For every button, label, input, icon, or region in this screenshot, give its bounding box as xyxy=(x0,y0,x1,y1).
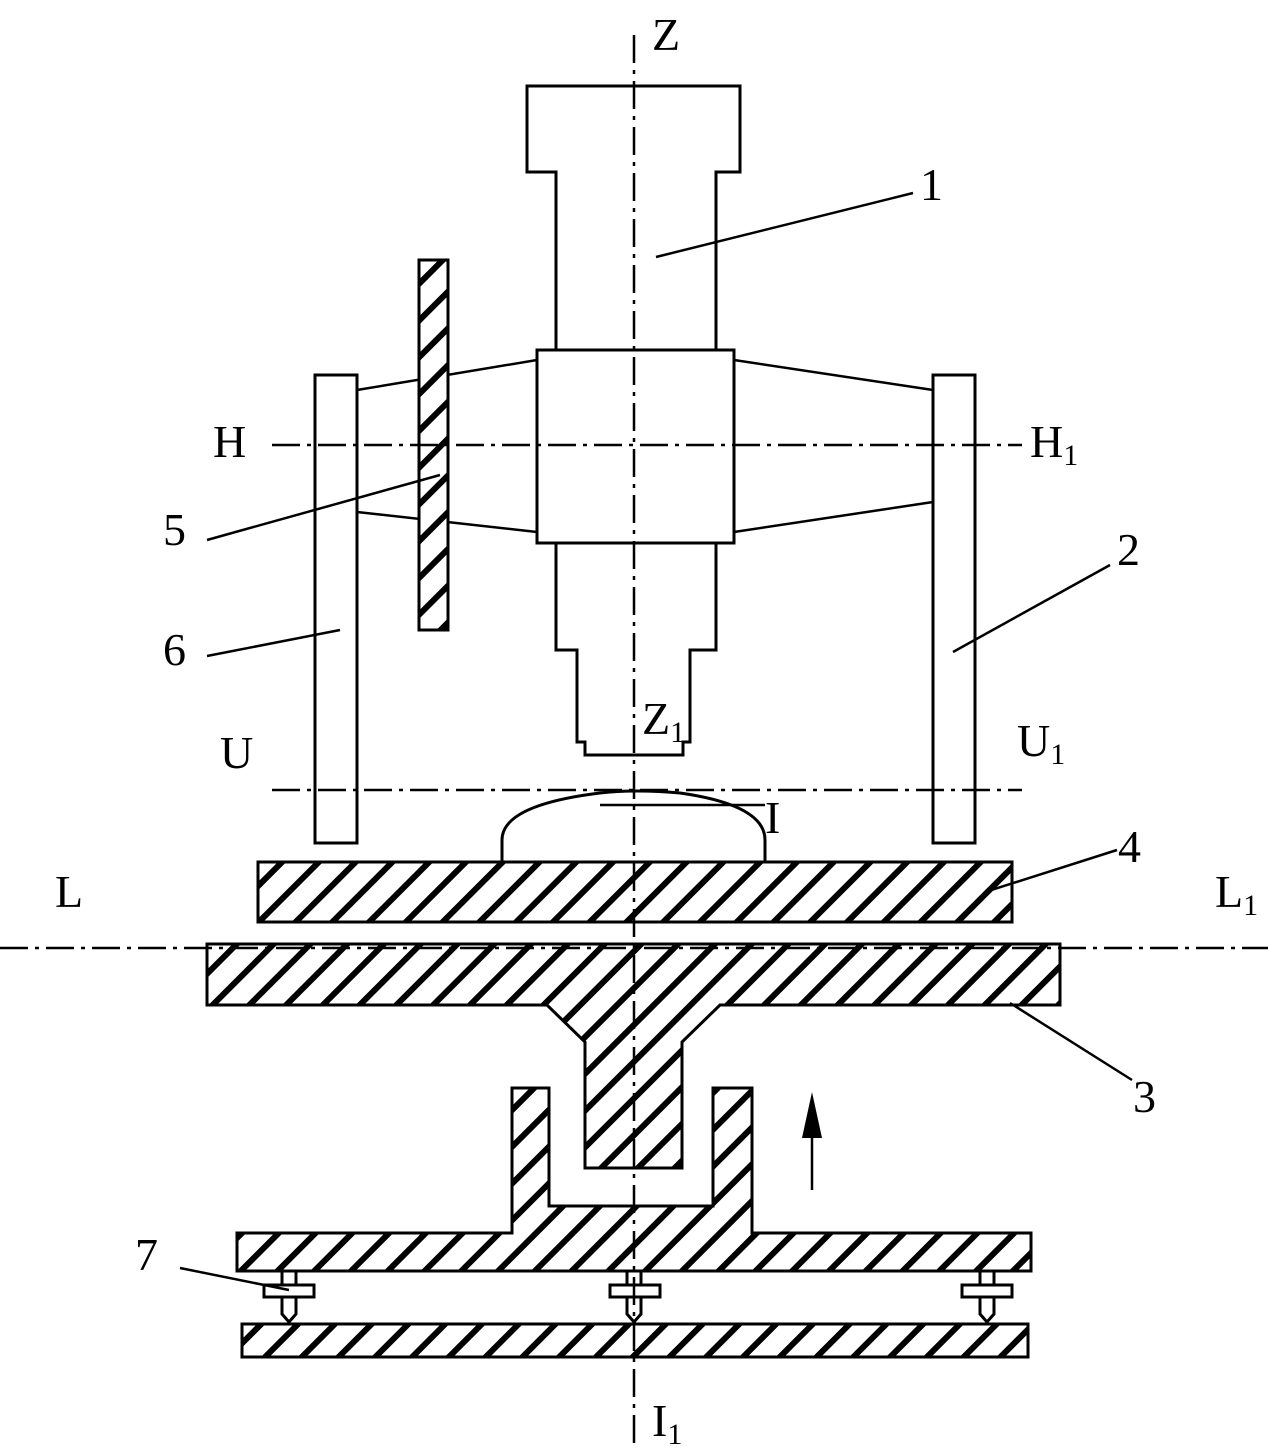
part-label-6: 6 xyxy=(163,624,186,675)
leader-7 xyxy=(179,1266,290,1292)
part-label-4: 4 xyxy=(1118,821,1141,872)
label-l-right: L1 xyxy=(1215,866,1258,922)
part-label-2: 2 xyxy=(1117,524,1140,575)
up-arrow-head xyxy=(802,1092,822,1138)
link-upper-right xyxy=(733,358,934,392)
leader-4 xyxy=(984,848,1118,894)
leader-2 xyxy=(952,563,1111,654)
label-u-right: U1 xyxy=(1017,715,1065,771)
leader-5 xyxy=(206,473,441,542)
screw-right xyxy=(960,1269,1014,1325)
label-i-lower: I1 xyxy=(652,1395,682,1449)
screw-left xyxy=(262,1269,316,1325)
leader-1 xyxy=(655,191,914,259)
spindle-tip xyxy=(554,541,718,757)
label-h-left: H xyxy=(213,416,246,467)
column-2 xyxy=(931,373,977,845)
label-z-bottom: Z1 xyxy=(642,693,685,749)
label-l-left: L xyxy=(55,866,83,917)
label-z-top: Z xyxy=(652,9,680,60)
label-i-upper: I xyxy=(765,792,780,843)
label-u-left: U xyxy=(220,727,253,778)
part-label-1: 1 xyxy=(920,159,943,210)
column-6 xyxy=(313,373,359,845)
link-lower-right xyxy=(733,500,934,534)
part-label-7: 7 xyxy=(135,1229,158,1280)
part-label-3: 3 xyxy=(1133,1071,1156,1122)
spindle-body xyxy=(525,84,742,352)
leader-6 xyxy=(206,628,341,658)
central-block xyxy=(535,348,736,545)
label-h-right: H1 xyxy=(1030,416,1078,472)
part-label-5: 5 xyxy=(163,504,186,555)
leader-3 xyxy=(1009,1001,1133,1082)
